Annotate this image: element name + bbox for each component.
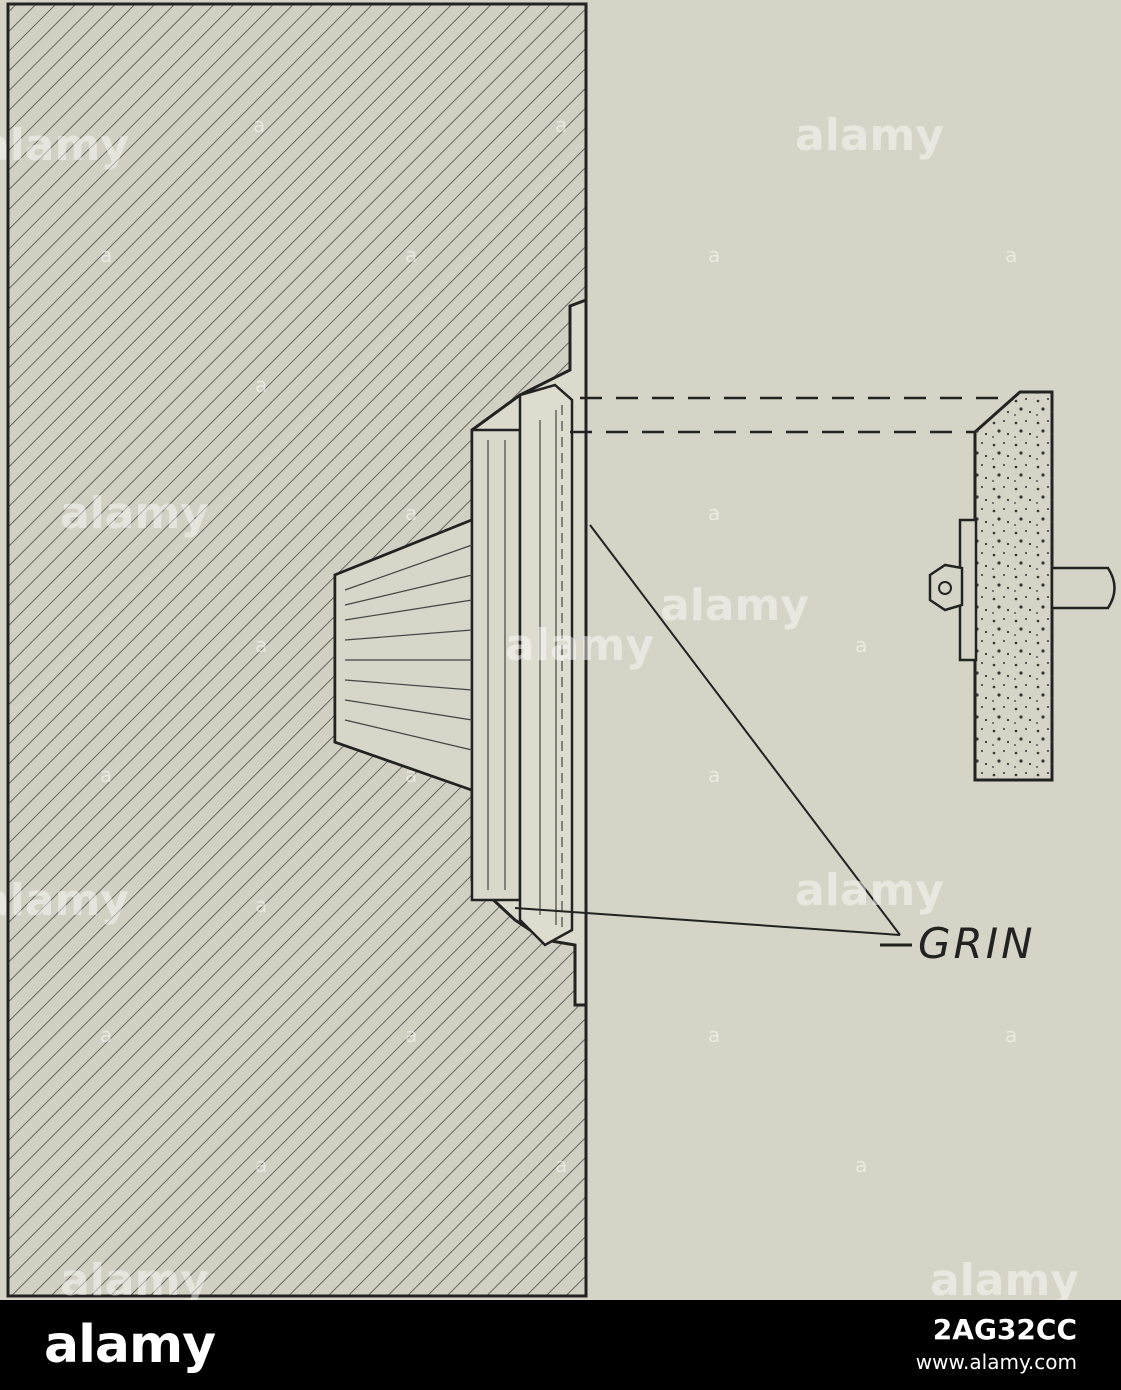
watermark-dot: a — [855, 633, 867, 657]
watermark-dot: a — [100, 763, 112, 787]
watermark-text: alamy — [0, 875, 129, 926]
watermark-dot: a — [255, 1153, 267, 1177]
watermark-dot: a — [1005, 1023, 1017, 1047]
watermark-text: alamy — [60, 488, 209, 539]
footer-brand-logo: alamy — [44, 1315, 216, 1375]
watermark-text: alamy — [660, 580, 809, 631]
watermark-text: alamy — [795, 865, 944, 916]
watermark-dot: a — [255, 373, 267, 397]
watermark-dot: a — [100, 1023, 112, 1047]
grinding-wheel — [928, 390, 1116, 782]
callout-leader-lines — [514, 524, 912, 947]
watermark-dot: a — [255, 893, 267, 917]
watermark-dot: a — [405, 1023, 417, 1047]
watermark-dot: a — [708, 501, 720, 525]
watermark-text: alamy — [60, 1255, 209, 1300]
footer-url: www.alamy.com — [915, 1350, 1077, 1374]
technical-drawing: GRIN alamy alamy alamy alamy alamy alamy… — [0, 0, 1121, 1300]
watermark-layer: alamy alamy alamy alamy alamy alamy alam… — [0, 110, 1079, 1300]
watermark-dot: a — [405, 243, 417, 267]
watermark-dot: a — [708, 243, 720, 267]
footer-bar: alamy 2AG32CC www.alamy.com — [0, 1300, 1121, 1390]
watermark-dot: a — [555, 1153, 567, 1177]
watermark-dot: a — [100, 243, 112, 267]
grinding-callout-label: GRIN — [918, 919, 1036, 968]
watermark-dot: a — [1005, 243, 1017, 267]
watermark-dot: a — [405, 501, 417, 525]
watermark-text: alamy — [795, 110, 944, 161]
watermark-text: alamy — [0, 120, 129, 171]
watermark-dot: a — [708, 763, 720, 787]
watermark-dot: a — [405, 763, 417, 787]
watermark-dot: a — [255, 633, 267, 657]
projection-lines — [570, 396, 1050, 434]
watermark-text: alamy — [505, 620, 654, 671]
footer-image-id: 2AG32CC — [932, 1313, 1077, 1346]
watermark-dot: a — [855, 1153, 867, 1177]
valve-seat-recess — [333, 298, 586, 1007]
watermark-dot: a — [555, 113, 567, 137]
watermark-text: alamy — [930, 1255, 1079, 1300]
watermark-dot: a — [253, 113, 265, 137]
watermark-dot: a — [708, 1023, 720, 1047]
